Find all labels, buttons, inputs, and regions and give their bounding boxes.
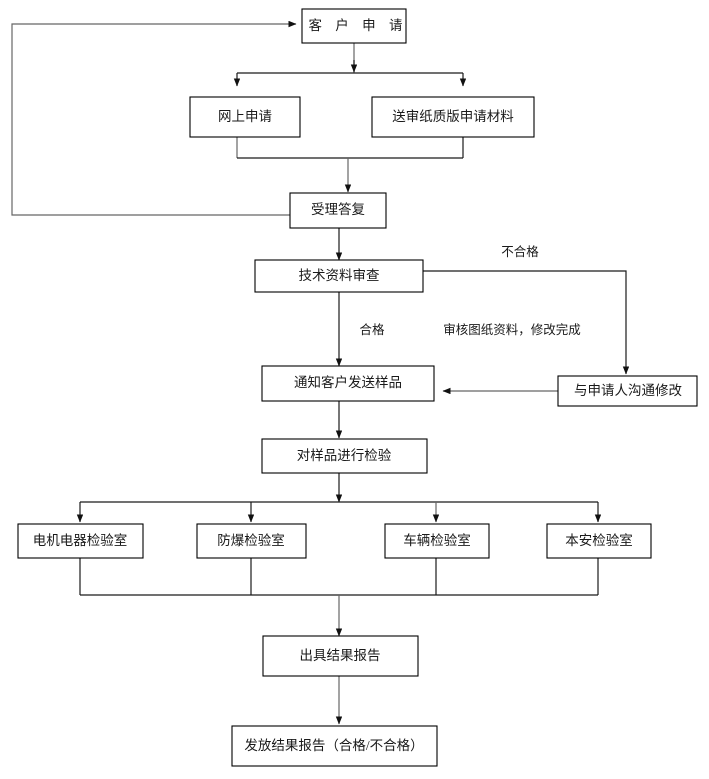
node-lab-motor-label: 电机电器检验室 bbox=[33, 532, 128, 548]
edge-label-review-drawings-done: 审核图纸资料，修改完成 bbox=[443, 322, 581, 337]
node-technical-review-label: 技术资料审查 bbox=[299, 268, 380, 283]
node-lab-vehicle[interactable]: 车辆检验室 bbox=[384, 523, 490, 559]
node-lab-intrinsic-label: 本安检验室 bbox=[565, 532, 633, 548]
node-deliver-report-label: 发放结果报告（合格/不合格） bbox=[244, 738, 423, 753]
node-lab-explosion[interactable]: 防爆检验室 bbox=[196, 523, 307, 559]
node-communicate-revise-label: 与申请人沟通修改 bbox=[574, 383, 682, 398]
node-lab-motor[interactable]: 电机电器检验室 bbox=[17, 523, 144, 559]
edge-label-pass: 合格 bbox=[359, 322, 385, 337]
node-technical-review[interactable]: 技术资料审查 bbox=[254, 259, 424, 293]
node-paper-application[interactable]: 送审纸质版申请材料 bbox=[371, 96, 535, 138]
node-lab-vehicle-label: 车辆检验室 bbox=[403, 532, 471, 548]
node-deliver-report[interactable]: 发放结果报告（合格/不合格） bbox=[231, 725, 438, 767]
node-notify-send-sample-label: 通知客户发送样品 bbox=[294, 374, 402, 390]
node-online-application[interactable]: 网上申请 bbox=[189, 96, 301, 138]
node-issue-report-label: 出具结果报告 bbox=[300, 648, 381, 663]
node-lab-intrinsic[interactable]: 本安检验室 bbox=[546, 523, 652, 559]
node-paper-application-label: 送审纸质版申请材料 bbox=[392, 109, 514, 124]
node-inspect-sample[interactable]: 对样品进行检验 bbox=[261, 438, 428, 474]
node-notify-send-sample[interactable]: 通知客户发送样品 bbox=[261, 365, 435, 402]
node-inspect-sample-label: 对样品进行检验 bbox=[297, 448, 392, 463]
node-online-application-label: 网上申请 bbox=[218, 109, 272, 124]
node-acceptance-reply[interactable]: 受理答复 bbox=[289, 192, 387, 229]
node-issue-report[interactable]: 出具结果报告 bbox=[262, 635, 419, 677]
node-communicate-revise[interactable]: 与申请人沟通修改 bbox=[557, 375, 698, 407]
edge-acceptance-feedback-loop bbox=[11, 20, 297, 216]
node-acceptance-reply-label: 受理答复 bbox=[311, 201, 365, 217]
node-lab-explosion-label: 防爆检验室 bbox=[217, 532, 285, 548]
edge-review-fail-to-communicate bbox=[423, 270, 630, 375]
node-customer-application[interactable]: 客 户 申 请 bbox=[301, 8, 408, 44]
edge-label-fail: 不合格 bbox=[501, 244, 539, 259]
node-customer-application-label: 客 户 申 请 bbox=[308, 17, 407, 33]
